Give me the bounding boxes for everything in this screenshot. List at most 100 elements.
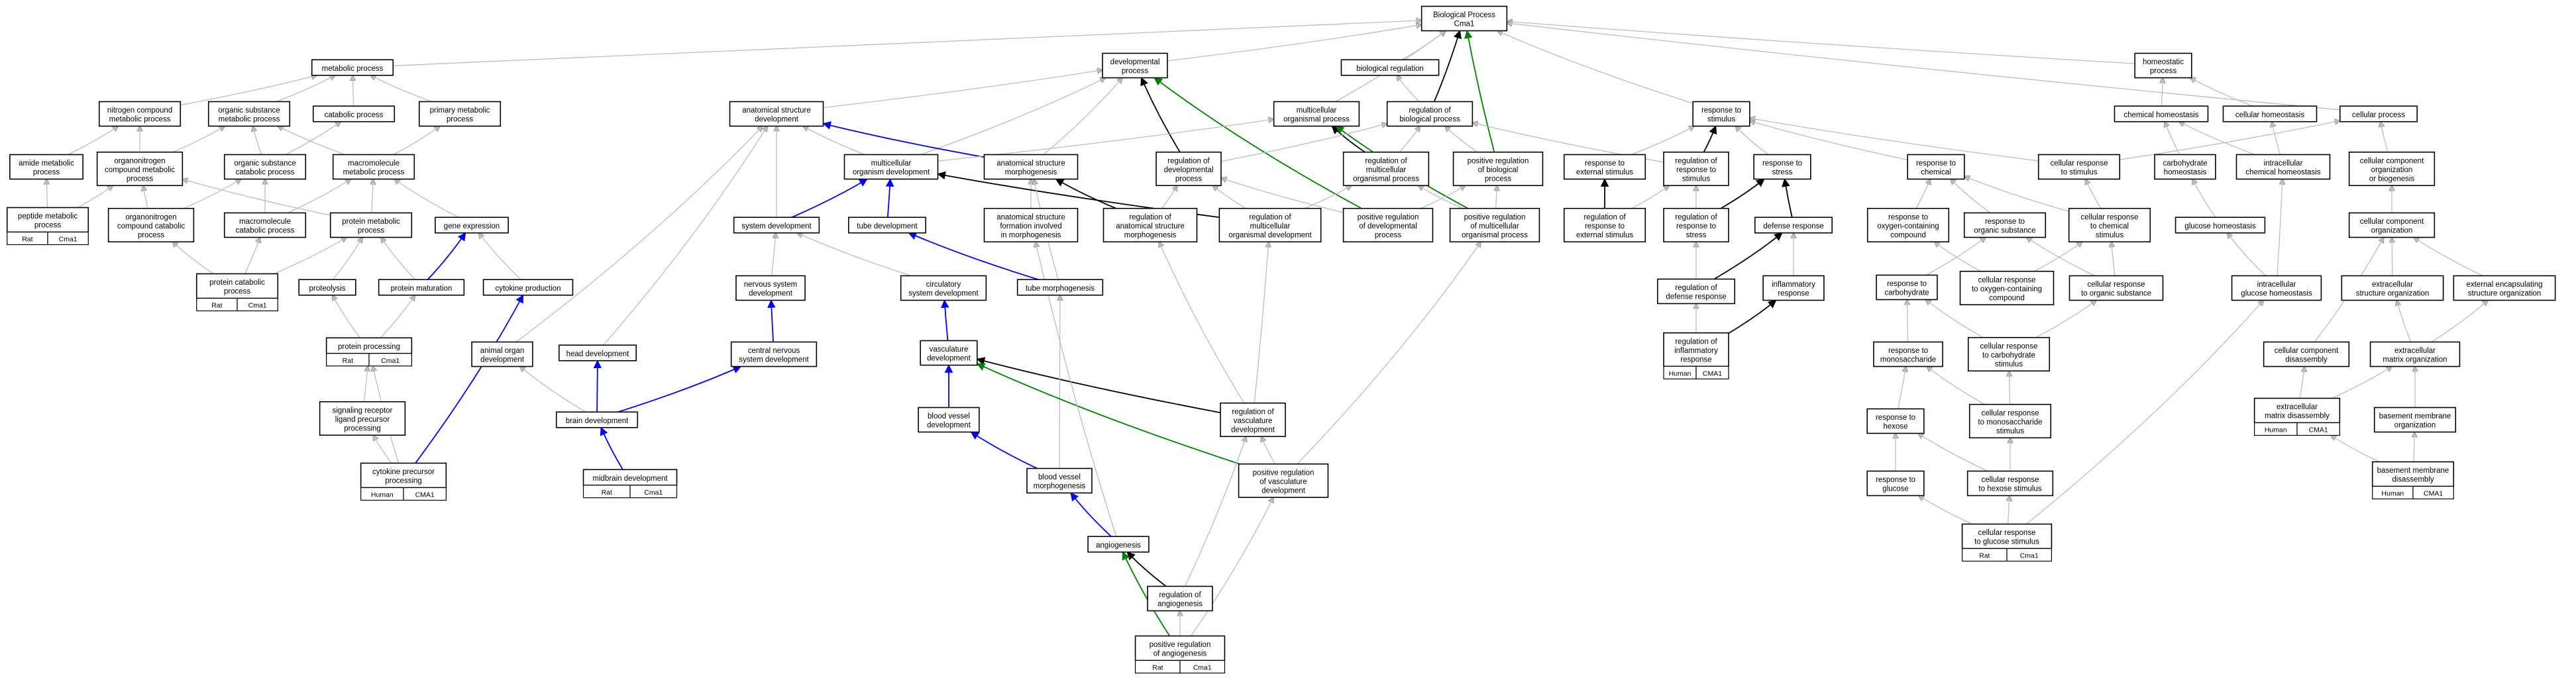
term-label: cellular component: [2360, 157, 2424, 165]
go-term-head-dev[interactable]: head development: [558, 344, 637, 362]
go-term-bioreg[interactable]: biological regulation: [1340, 59, 1440, 76]
go-term-protein-mat[interactable]: protein maturation: [378, 279, 465, 296]
go-term-glucose-homeo[interactable]: glucose homeostasis: [2174, 217, 2266, 234]
go-term-metabolic[interactable]: metabolic process: [311, 59, 394, 76]
go-term-cytokine-prod[interactable]: cytokine production: [482, 279, 574, 296]
go-term-cell-homeo[interactable]: cellular homeostasis: [2222, 105, 2318, 122]
edge-black-defense-to-resp-stress: [1782, 178, 1793, 218]
go-term-chem-homeo[interactable]: chemical homeostasis: [2114, 105, 2209, 122]
gene-label: Cma1: [644, 489, 663, 497]
go-term-tube-morph[interactable]: tube morphogenesis: [1016, 279, 1104, 296]
go-term-cell-proc[interactable]: cellular process: [2339, 105, 2418, 122]
go-term-catabolic[interactable]: catabolic process: [312, 105, 396, 122]
go-term-system-dev[interactable]: system development: [733, 217, 820, 234]
go-term-defense[interactable]: defense response: [1754, 217, 1833, 234]
go-term-angio[interactable]: angiogenesis: [1087, 536, 1150, 553]
go-term-brain-dev[interactable]: brain development: [555, 411, 639, 428]
go-term-tube-dev[interactable]: tube development: [848, 217, 927, 234]
go-term-proteolysis[interactable]: proteolysis: [298, 279, 356, 296]
go-term-gene-expr[interactable]: gene expression: [435, 217, 509, 234]
